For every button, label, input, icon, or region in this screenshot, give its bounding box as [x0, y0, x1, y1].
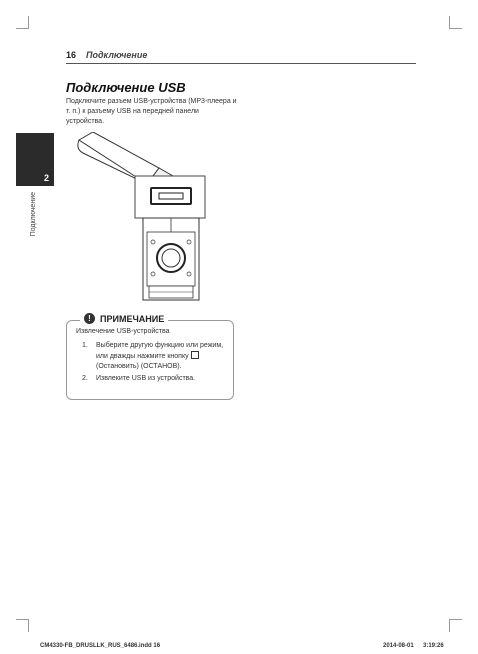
exclamation-icon: ! — [84, 313, 95, 324]
intro-paragraph: Подключите разъем USB-устройства (MP3-пл… — [66, 98, 237, 125]
note-title: ПРИМЕЧАНИЕ — [100, 313, 165, 324]
step-number: 2. — [82, 375, 88, 382]
crop-mark — [449, 16, 462, 29]
chapter-side-label: Подключение — [30, 192, 37, 237]
footer-file: CM4330-FB_DRUSLLK_RUS_6486.indd 16 — [40, 643, 161, 649]
step-text: Извлеките USB из устройства. — [96, 375, 196, 382]
note-header: ! ПРИМЕЧАНИЕ — [80, 313, 169, 324]
header-divider — [66, 63, 416, 64]
list-item: 1. Выберите другую функцию или режим, ил… — [82, 341, 232, 372]
step-text-part: Выберите другую функцию или режим, или д… — [96, 342, 224, 360]
list-item: 2. Извлеките USB из устройства. — [82, 374, 232, 384]
chapter-number: 2 — [43, 173, 49, 183]
footer-date: 2014-08-01 — [383, 643, 414, 649]
crop-mark — [449, 619, 462, 632]
page-number: 16 — [66, 50, 77, 60]
note-subtitle: Извлечение USB-устройства — [76, 328, 170, 335]
footer-time: 3:19:26 — [423, 643, 444, 649]
usb-port-icon — [134, 175, 206, 219]
crop-mark — [16, 619, 29, 632]
running-header: Подключение — [86, 50, 148, 60]
step-number: 1. — [82, 342, 88, 349]
chapter-tab: 2 — [16, 133, 54, 186]
section-title: Подключение USB — [66, 80, 186, 95]
usb-connection-illustration — [77, 132, 206, 301]
note-steps: 1. Выберите другую функцию или режим, ил… — [82, 341, 232, 386]
step-text-part: (Остановить) (ОСТАНОВ). — [96, 363, 182, 370]
note-box — [66, 320, 234, 400]
speaker-unit-icon — [142, 217, 200, 301]
stop-icon — [190, 351, 199, 359]
step-text: Выберите другую функцию или режим, или д… — [96, 341, 232, 372]
crop-mark — [16, 16, 29, 29]
